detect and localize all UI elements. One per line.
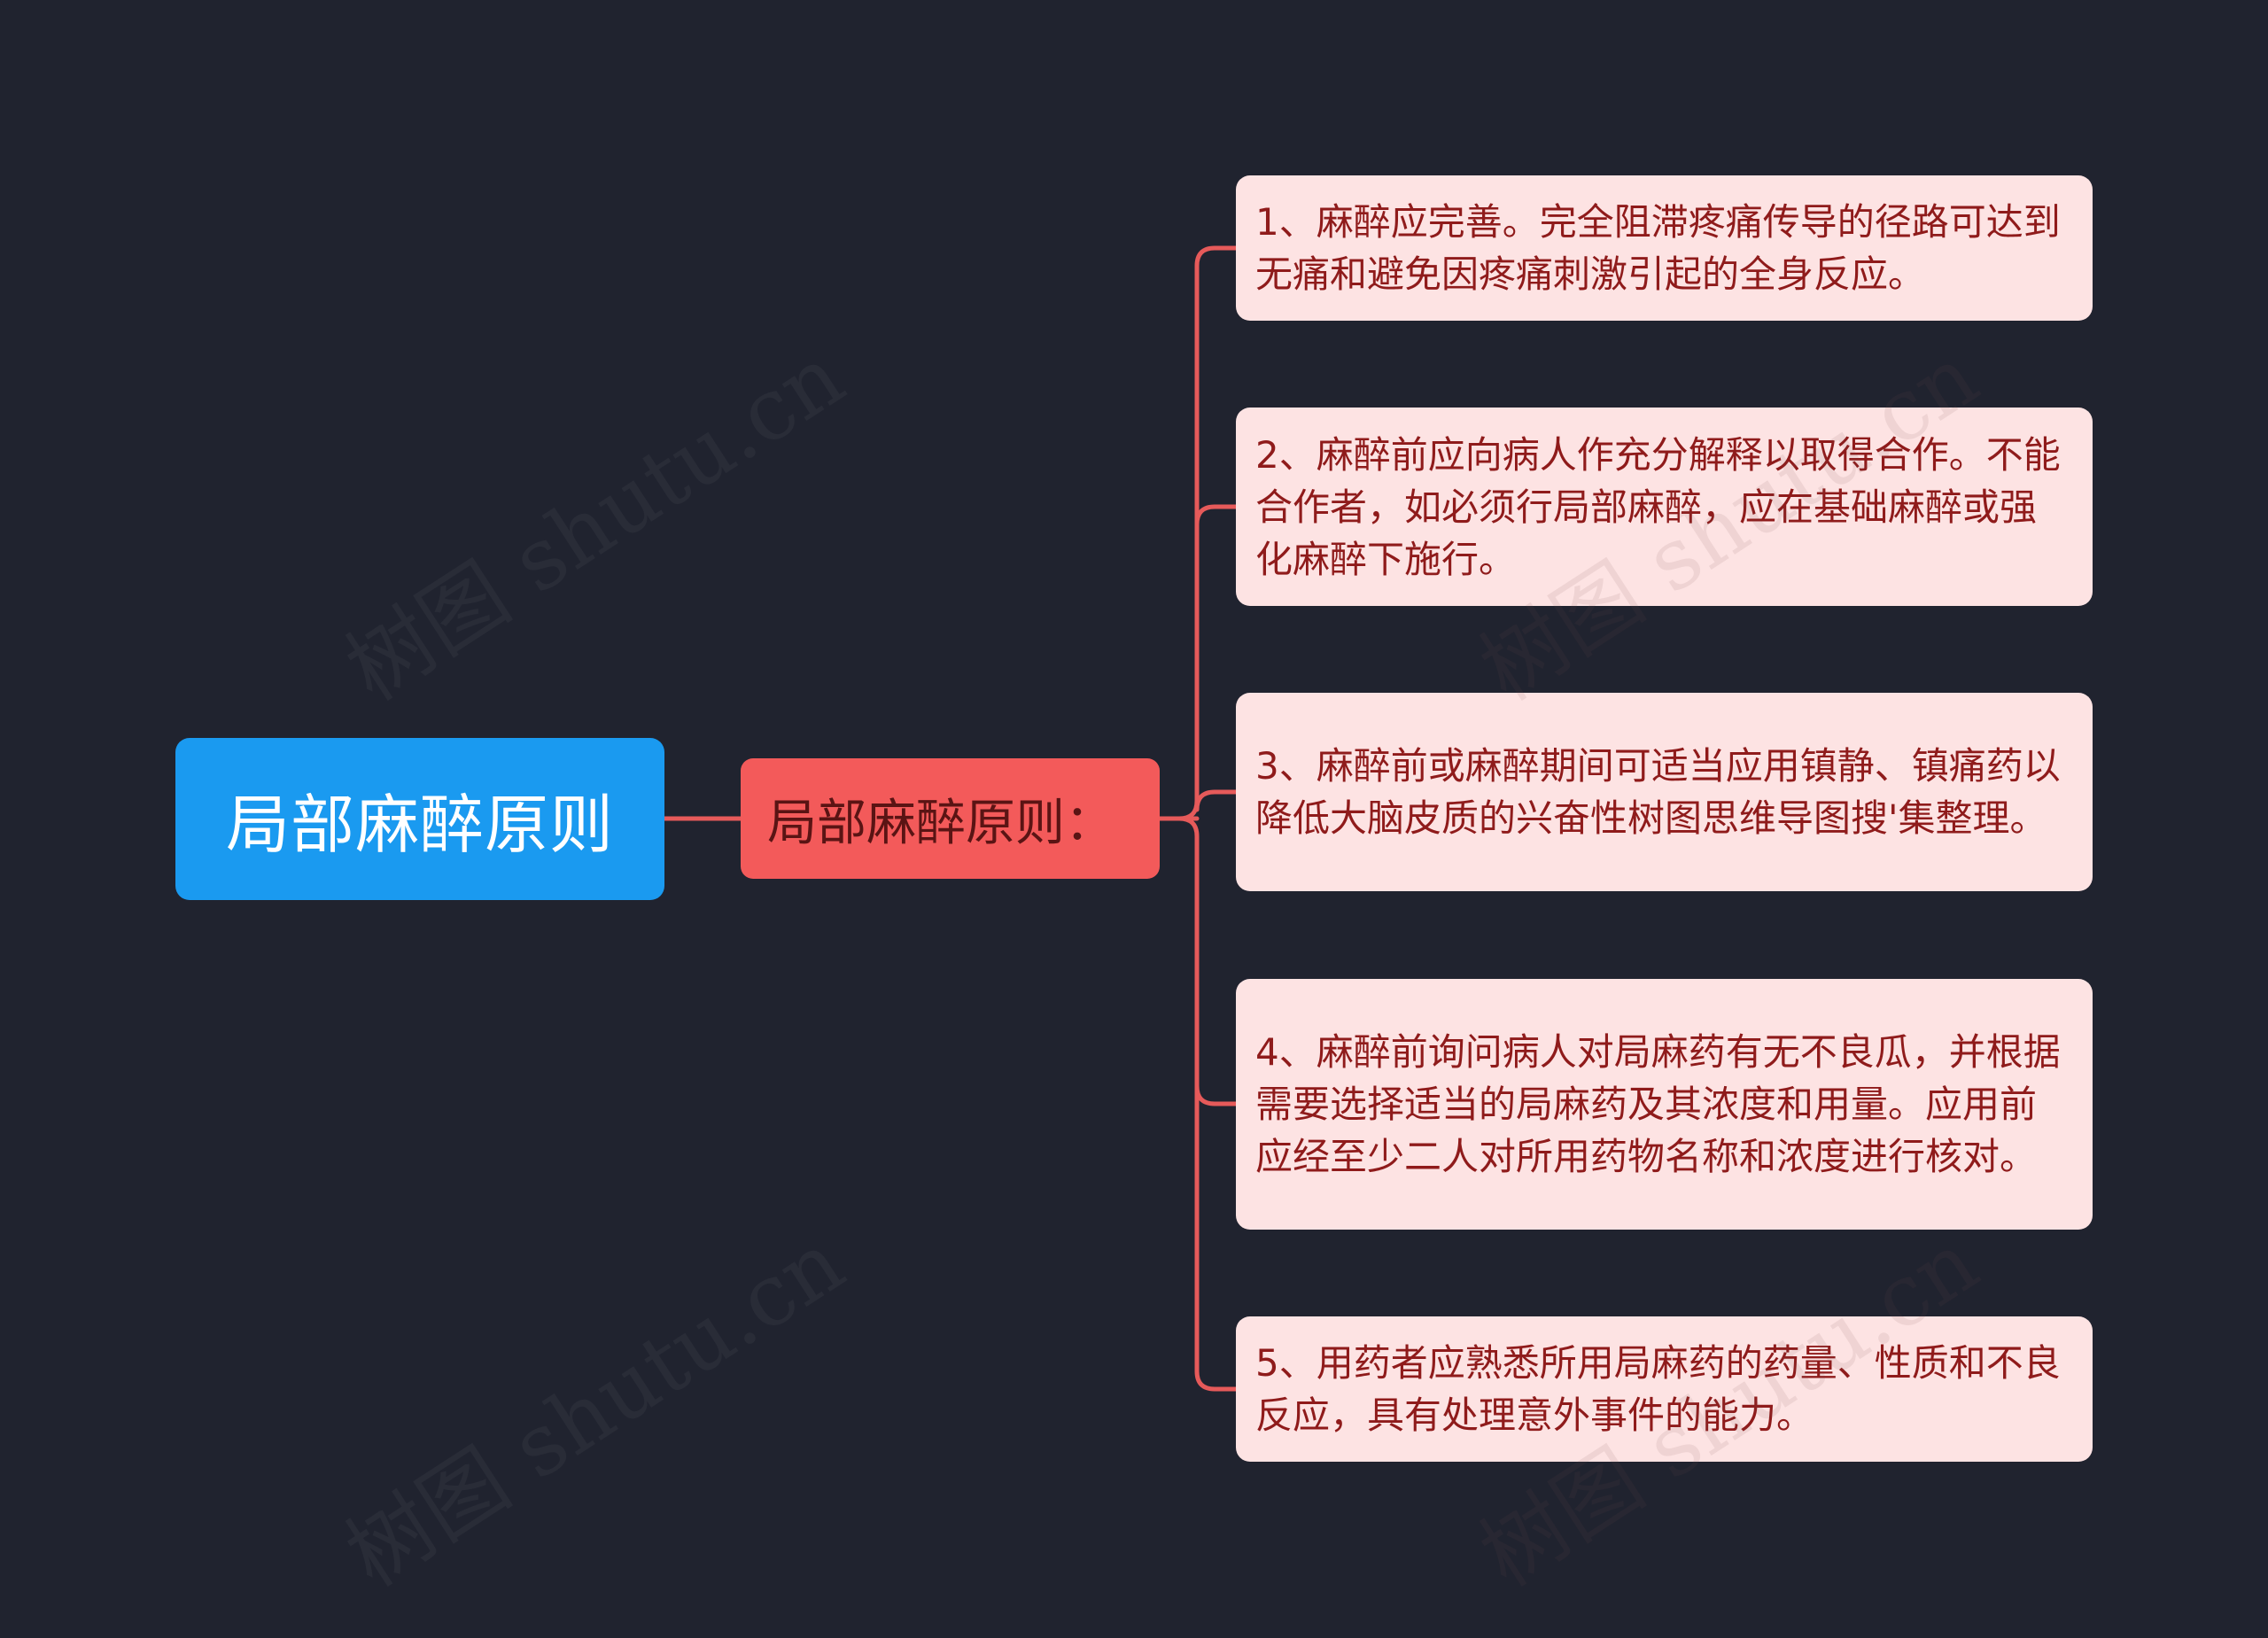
connector-leaf-2 [1194,504,1239,527]
connector-leaf-3 [1194,789,1239,812]
leaf-node-text: 2、麻醉前应向病人作充分解释以取得合作。不能合作者，如必须行局部麻醉，应在基础麻… [1255,432,2061,581]
leaf-node-3[interactable]: 3、麻醉前或麻醉期间可适当应用镇静、镇痛药以降低大脑皮质的兴奋性树图思维导图搜'… [1236,693,2093,891]
branch-node-label: 局部麻醉原则： [767,794,1115,852]
leaf-node-2[interactable]: 2、麻醉前应向病人作充分解释以取得合作。不能合作者，如必须行局部麻醉，应在基础麻… [1236,408,2093,606]
connector-leaf-5 [1194,1083,1239,1392]
leaf-node-text: 3、麻醉前或麻醉期间可适当应用镇静、镇痛药以降低大脑皮质的兴奋性树图思维导图搜'… [1255,744,2061,840]
connector-leaf-1 [1177,245,1239,821]
leaf-node-text: 1、麻醉应完善。完全阻滞疼痛传导的径路可达到无痛和避免因疼痛刺激引起的全身反应。 [1255,200,2061,296]
leaf-node-5[interactable]: 5、用药者应熟悉所用局麻药的药量、性质和不良反应，具有处理意外事件的能力。 [1236,1316,2093,1462]
leaf-node-text: 4、麻醉前询问病人对局麻药有无不良瓜，并根据需要选择适当的局麻药及其浓度和用量。… [1255,1030,2061,1178]
leaf-node-text: 5、用药者应熟悉所用局麻药的药量、性质和不良反应，具有处理意外事件的能力。 [1255,1341,2061,1437]
leaf-node-4[interactable]: 4、麻醉前询问病人对局麻药有无不良瓜，并根据需要选择适当的局麻药及其浓度和用量。… [1236,979,2093,1230]
leaf-node-1[interactable]: 1、麻醉应完善。完全阻滞疼痛传导的径路可达到无痛和避免因疼痛刺激引起的全身反应。 [1236,175,2093,321]
branch-node[interactable]: 局部麻醉原则： [741,758,1160,879]
connector-leaf-4 [1177,816,1239,1106]
root-node-label: 局部麻醉原则 [225,788,614,862]
root-node[interactable]: 局部麻醉原则 [175,738,664,900]
